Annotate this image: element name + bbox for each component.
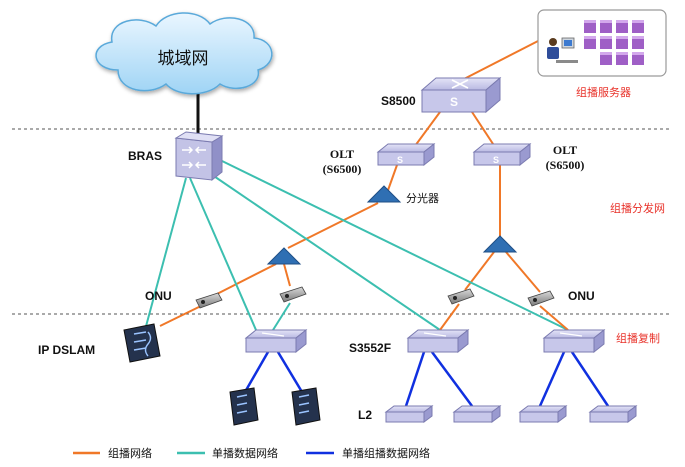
s3552f-label: S3552F — [349, 341, 391, 355]
zone-label-server: 组播服务器 — [576, 85, 631, 99]
link-onu-dslam — [159, 303, 206, 327]
svg-text:S: S — [450, 95, 458, 109]
ip-dslam-label: IP DSLAM — [38, 343, 95, 357]
l2-switch — [518, 405, 568, 423]
link-split2-onu-left — [212, 263, 277, 297]
bras-label: BRAS — [128, 149, 162, 163]
l2-switch — [588, 405, 638, 423]
olt-left-model: (S6500) — [323, 162, 362, 176]
olt-right-switch: S — [472, 142, 532, 167]
link-split3-onu-a — [464, 251, 495, 291]
legend-label-unicast-multicast: 单播组播数据网络 — [342, 446, 430, 460]
dslam-icon — [229, 387, 259, 426]
l2-switch — [384, 405, 434, 423]
metro-cloud — [95, 12, 273, 95]
bras-router — [174, 131, 224, 182]
splitter-label: 分光器 — [406, 191, 439, 205]
legend-label-unicast: 单播数据网络 — [212, 446, 278, 460]
onu-left-label: ONU — [145, 289, 172, 303]
dslam-icon — [123, 323, 161, 363]
legend-label-multicast: 组播网络 — [108, 446, 152, 460]
server-rack-icon — [584, 20, 644, 65]
splitter-icon — [482, 235, 518, 253]
link-onu-mid-switch-left — [272, 302, 291, 331]
legend: 组播网络 单播数据网络 单播组播数据网络 — [73, 446, 430, 460]
access-switch — [542, 328, 606, 354]
s3552f-switch — [406, 328, 470, 354]
link-bras-switch-right — [219, 159, 569, 331]
link-onu-a-s3552f — [439, 303, 460, 331]
link-s3552f-l2-b — [430, 351, 474, 407]
cloud-label: 城域网 — [158, 49, 209, 69]
link-switch-left-dslam-b — [276, 351, 304, 393]
link-bras-dslam — [144, 177, 187, 331]
link-switch-right-l2-c — [538, 351, 566, 407]
link-s3552f-l2-a — [404, 351, 426, 407]
link-switch-right-l2-d — [570, 351, 610, 407]
onu-right-label: ONU — [568, 289, 595, 303]
svg-text:S: S — [397, 155, 403, 165]
link-bras-switch-left — [189, 177, 257, 331]
link-onu-b-switch-right — [539, 305, 569, 331]
olt-right-model: (S6500) — [546, 158, 585, 172]
l2-label: L2 — [358, 408, 372, 422]
onu-device — [447, 288, 475, 305]
s8500-switch: S — [420, 76, 502, 114]
s8500-label: S8500 — [381, 94, 416, 108]
olt-right-label: OLT — [553, 143, 577, 157]
splitter-icon — [266, 247, 302, 265]
l2-switch — [452, 405, 502, 423]
link-split2-onu-mid — [283, 263, 291, 287]
link-olt-left-splitter — [386, 164, 398, 194]
access-switch — [244, 328, 308, 354]
operator-icon — [547, 37, 578, 63]
onu-device — [279, 286, 307, 303]
link-switch-left-dslam-a — [243, 351, 270, 393]
olt-left-switch: S — [376, 142, 436, 167]
link-server-s8500 — [461, 39, 541, 81]
zone-label-distribution: 组播分发网 — [610, 201, 665, 215]
link-split3-onu-b — [505, 251, 541, 293]
olt-left-label: OLT — [330, 147, 354, 161]
onu-device — [527, 290, 555, 307]
onu-device — [195, 292, 223, 309]
link-bras-switch-mid — [204, 169, 441, 331]
svg-text:S: S — [493, 155, 499, 165]
multicast-server-group — [537, 9, 667, 77]
link-splitter-split2 — [287, 202, 379, 249]
dslam-icon — [291, 387, 321, 426]
zone-label-replication: 组播复制 — [616, 331, 660, 345]
splitter-icon — [366, 185, 402, 203]
